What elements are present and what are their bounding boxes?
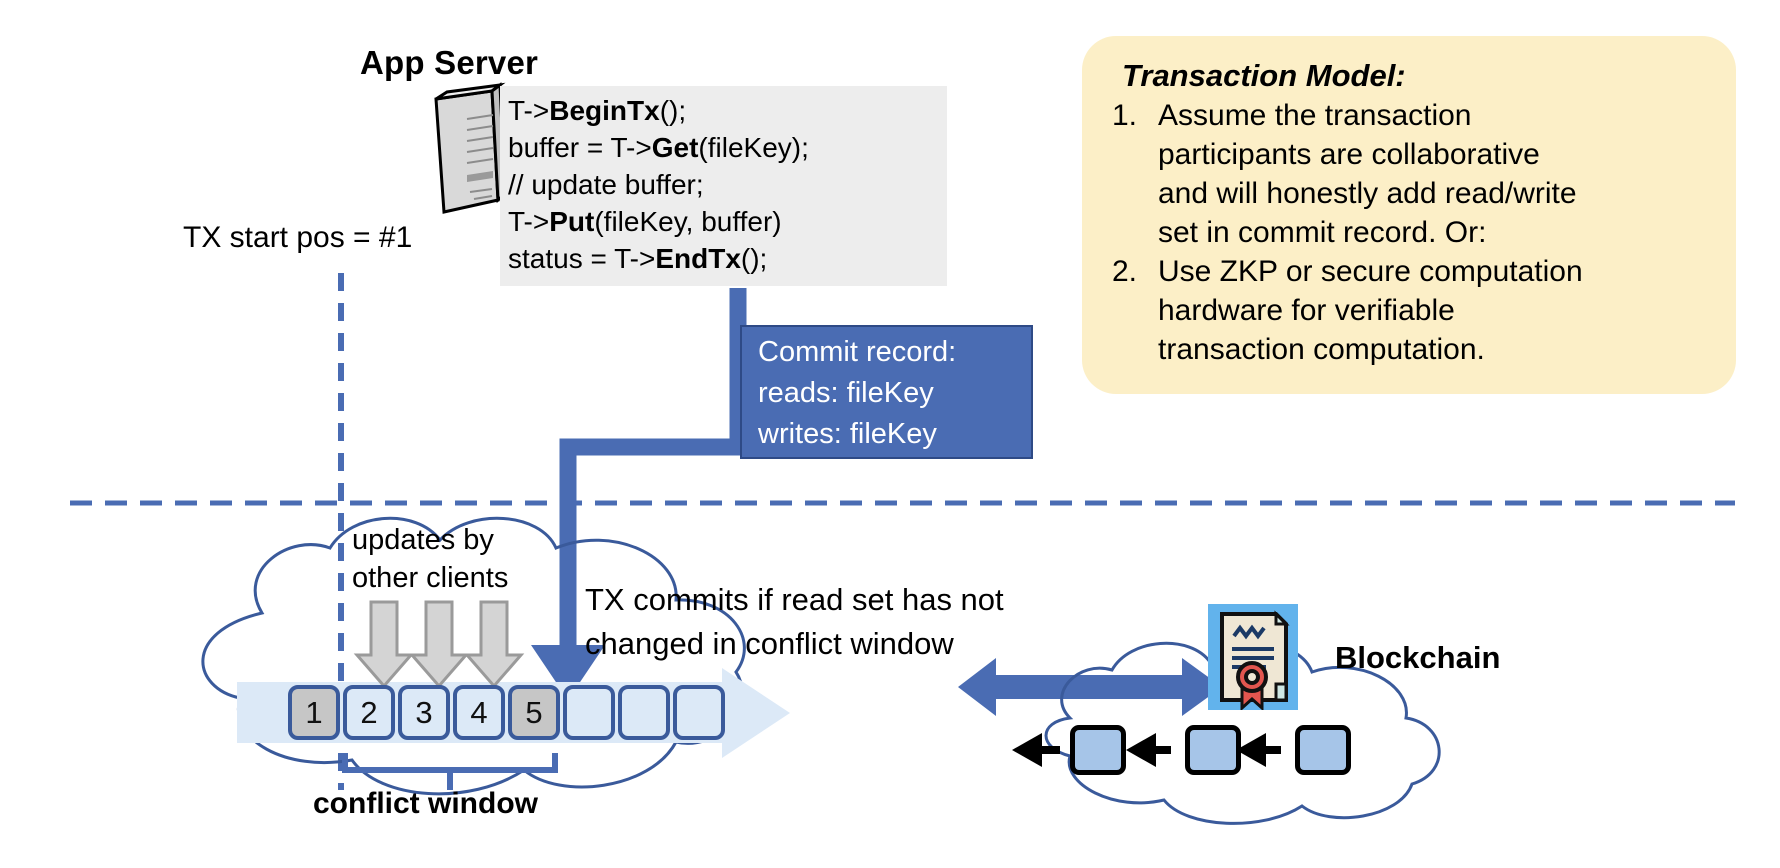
updates-by-other-clients-label: updates by other clients bbox=[352, 521, 508, 597]
code-pre: T-> bbox=[508, 95, 550, 126]
tx-start-pos-label: TX start pos = #1 bbox=[183, 221, 413, 254]
blockchain-block-1[interactable] bbox=[1070, 725, 1126, 775]
log-cell-4[interactable]: 4 bbox=[453, 685, 505, 740]
item-line: and will honestly add read/write bbox=[1158, 177, 1577, 210]
server-tower-icon bbox=[434, 82, 507, 214]
transaction-model-list: 1. Assume the transaction participants a… bbox=[1108, 96, 1710, 369]
item-line: set in commit record. Or: bbox=[1158, 216, 1487, 249]
item-line: transaction computation. bbox=[1158, 333, 1485, 366]
blockchain-block-2[interactable] bbox=[1185, 725, 1241, 775]
item-text: Use ZKP or secure computation hardware f… bbox=[1158, 252, 1710, 369]
transaction-model-item-2: 2. Use ZKP or secure computation hardwar… bbox=[1108, 252, 1710, 369]
log-cell-7[interactable] bbox=[618, 685, 670, 740]
blockchain-label: Blockchain bbox=[1335, 640, 1501, 675]
app-server-title: App Server bbox=[360, 44, 539, 81]
app-server-code-block: T->BeginTx(); buffer = T->Get(fileKey); … bbox=[500, 86, 947, 286]
code-pre: status = T-> bbox=[508, 243, 656, 274]
transaction-model-title: Transaction Model: bbox=[1122, 58, 1406, 93]
transaction-model-callout: Transaction Model: 1. Assume the transac… bbox=[1082, 36, 1736, 394]
code-bold: EndTx bbox=[655, 243, 741, 274]
commits-line-2: changed in conflict window bbox=[585, 626, 954, 661]
code-pre: buffer = T-> bbox=[508, 132, 652, 163]
log-cell-3[interactable]: 3 bbox=[398, 685, 450, 740]
conflict-window-label: conflict window bbox=[313, 787, 538, 820]
code-line-1: T->BeginTx(); bbox=[508, 92, 947, 129]
log-direction-arrow bbox=[722, 668, 790, 758]
commit-record-reads: reads: fileKey bbox=[758, 377, 934, 409]
blockchain-block-3[interactable] bbox=[1295, 725, 1351, 775]
item-text: Assume the transaction participants are … bbox=[1158, 96, 1710, 252]
item-line: Use ZKP or secure computation bbox=[1158, 255, 1583, 288]
code-pre: T-> bbox=[508, 206, 550, 237]
item-line: participants are collaborative bbox=[1158, 138, 1540, 171]
item-number: 1. bbox=[1112, 99, 1138, 132]
code-post: (); bbox=[659, 95, 687, 126]
transaction-model-item-1: 1. Assume the transaction participants a… bbox=[1108, 96, 1710, 252]
code-line-3: // update buffer; bbox=[508, 166, 947, 203]
commits-line-1: TX commits if read set has not bbox=[585, 582, 1004, 617]
code-bold: BeginTx bbox=[549, 95, 660, 126]
code-line-2: buffer = T->Get(fileKey); bbox=[508, 129, 947, 166]
log-cell-8[interactable] bbox=[673, 685, 725, 740]
tx-commits-condition-label: TX commits if read set has not changed i… bbox=[585, 578, 1004, 666]
conflict-window-bracket bbox=[342, 753, 558, 790]
code-post: (fileKey); bbox=[698, 132, 809, 163]
code-bold: Put bbox=[549, 206, 595, 237]
commit-record-writes: writes: fileKey bbox=[758, 418, 937, 450]
other-client-update-arrows bbox=[353, 600, 525, 689]
log-cell-6[interactable] bbox=[563, 685, 615, 740]
code-pre: // update buffer; bbox=[508, 169, 704, 200]
code-post: (); bbox=[740, 243, 768, 274]
item-line: hardware for verifiable bbox=[1158, 294, 1455, 327]
commit-record-title: Commit record: bbox=[758, 336, 957, 368]
code-bold: Get bbox=[651, 132, 699, 163]
log-cell-1[interactable]: 1 bbox=[288, 685, 340, 740]
commit-record-box: Commit record: reads: fileKey writes: fi… bbox=[740, 325, 1033, 459]
item-line: Assume the transaction bbox=[1158, 99, 1472, 132]
sync-double-arrow bbox=[958, 658, 1222, 716]
log-cell-5[interactable]: 5 bbox=[508, 685, 560, 740]
code-post: (fileKey, buffer) bbox=[594, 206, 782, 237]
code-line-5: status = T->EndTx(); bbox=[508, 240, 947, 277]
certificate-seal-icon bbox=[1208, 604, 1298, 712]
item-number: 2. bbox=[1112, 255, 1138, 288]
updates-line-1: updates by bbox=[352, 524, 494, 556]
updates-line-2: other clients bbox=[352, 562, 509, 594]
log-cell-2[interactable]: 2 bbox=[343, 685, 395, 740]
code-line-4: T->Put(fileKey, buffer) bbox=[508, 203, 947, 240]
